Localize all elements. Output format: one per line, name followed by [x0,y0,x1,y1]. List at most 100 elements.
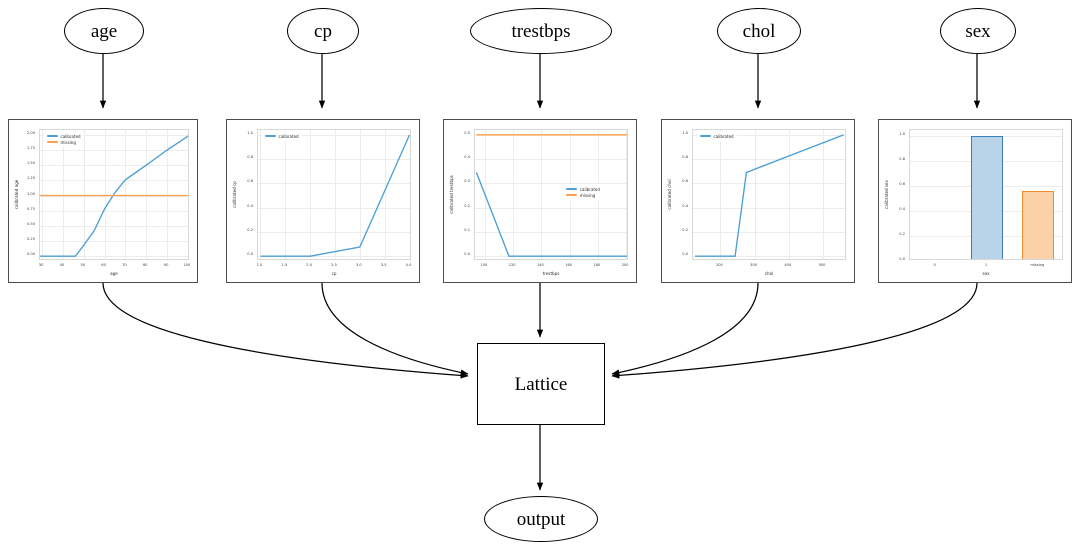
gridline-x [167,130,168,259]
node-sex-label: sex [965,20,991,42]
ytick-label: 0.3 [464,179,470,184]
legend-swatch [700,135,711,137]
ytick-label: 0.0 [247,252,253,257]
gridline-x [385,130,386,259]
node-output-label: output [516,508,566,530]
legend-label: missing [60,139,76,145]
series-calibrated [475,172,627,257]
edge-sex-plot-to-lattice [611,282,978,379]
legend-label: calibrated [579,186,600,192]
xtick-label: 140 [536,263,544,267]
legend-label: calibrated [713,133,734,139]
series-calibrated [695,134,844,257]
ytick-label: 0.4 [247,203,253,208]
series-calibrated [40,135,188,257]
ytick-label: 0.5 [464,130,470,135]
ytick-label: 1.25 [26,176,35,181]
gridline-y [258,183,410,184]
node-lattice[interactable]: Lattice [477,343,605,425]
node-age-label: age [90,20,118,42]
ytick-label: 1.0 [899,132,905,137]
ytick-label: 0.8 [899,157,905,162]
gridline-y [258,208,410,209]
legend-entry: missing [566,192,600,198]
ytick-label: 1.0 [682,130,688,135]
xtick-label: 50 [80,263,86,267]
gridline-x [335,130,336,259]
xtick-label: 0 [933,263,936,267]
gridline-y [693,232,845,233]
xtick-label: missing [1030,263,1045,267]
ytick-label: 0.8 [682,155,688,160]
gridline-y [693,256,845,257]
legend-entry: calibrated [47,133,81,139]
plot-legend-cp: calibrated [262,131,302,141]
xtick-label: 300 [750,263,758,267]
gridline-y [40,165,188,166]
ytick-label: 0.4 [682,203,688,208]
ytick-label: 0.00 [26,252,35,257]
xtick-label: 100 [480,263,488,267]
legend-label: calibrated [278,133,299,139]
yaxis-title-chol: calibrated chol [666,178,672,210]
node-age[interactable]: age [64,8,144,54]
node-output[interactable]: output [484,496,598,542]
xtick-label: 400 [784,263,792,267]
legend-swatch [47,135,58,137]
xtick-label: 1.5 [281,263,288,267]
gridline-y [40,226,188,227]
xtick-label: 2.5 [331,263,337,267]
xtick-label: 200 [621,263,629,267]
node-cp[interactable]: cp [287,8,359,54]
gridline-y [40,196,188,197]
bar-missing[interactable] [1022,191,1055,259]
gridline-x [360,130,361,259]
xtick-label: 160 [565,263,573,267]
gridline-y [40,211,188,212]
yaxis-title-cp: calibrated cp [231,180,237,208]
gridline-x [823,130,824,259]
gridline-x [789,130,790,259]
node-trestbps[interactable]: trestbps [470,8,612,54]
legend-swatch [47,141,58,143]
gridline-x [410,130,411,259]
gridline-y [693,183,845,184]
gridline-y [693,159,845,160]
legend-swatch [566,188,578,190]
gridline-x [42,130,43,259]
edge-chol-plot-to-lattice [611,282,759,376]
ytick-label: 1.50 [26,161,35,166]
plot-axes-cp [257,129,411,260]
plot-lines-chol [695,134,844,257]
plot-axes-chol [692,129,846,260]
gridline-y [40,150,188,151]
gridline-y [475,159,627,160]
gridline-y [693,208,845,209]
node-cp-label: cp [314,20,332,42]
plot-axes-sex [909,129,1063,260]
gridline-x [310,130,311,259]
yaxis-title-sex: calibrated sex [883,179,889,209]
node-sex[interactable]: sex [940,8,1016,54]
xtick-label: 90 [163,263,169,267]
node-chol[interactable]: chol [717,8,801,54]
ytick-label: 0.1 [464,227,470,232]
gridline-x [63,130,64,259]
bar-1[interactable] [971,136,1003,259]
xtick-label: 100 [183,263,191,267]
gridline-x [513,130,514,259]
gridline-y [258,135,410,136]
legend-entry: calibrated [265,133,299,139]
gridline-x [755,130,756,259]
ytick-label: 0.2 [899,232,905,237]
gridline-x [105,130,106,259]
gridline-x [260,130,261,259]
xtick-label: 4.0 [405,263,412,267]
